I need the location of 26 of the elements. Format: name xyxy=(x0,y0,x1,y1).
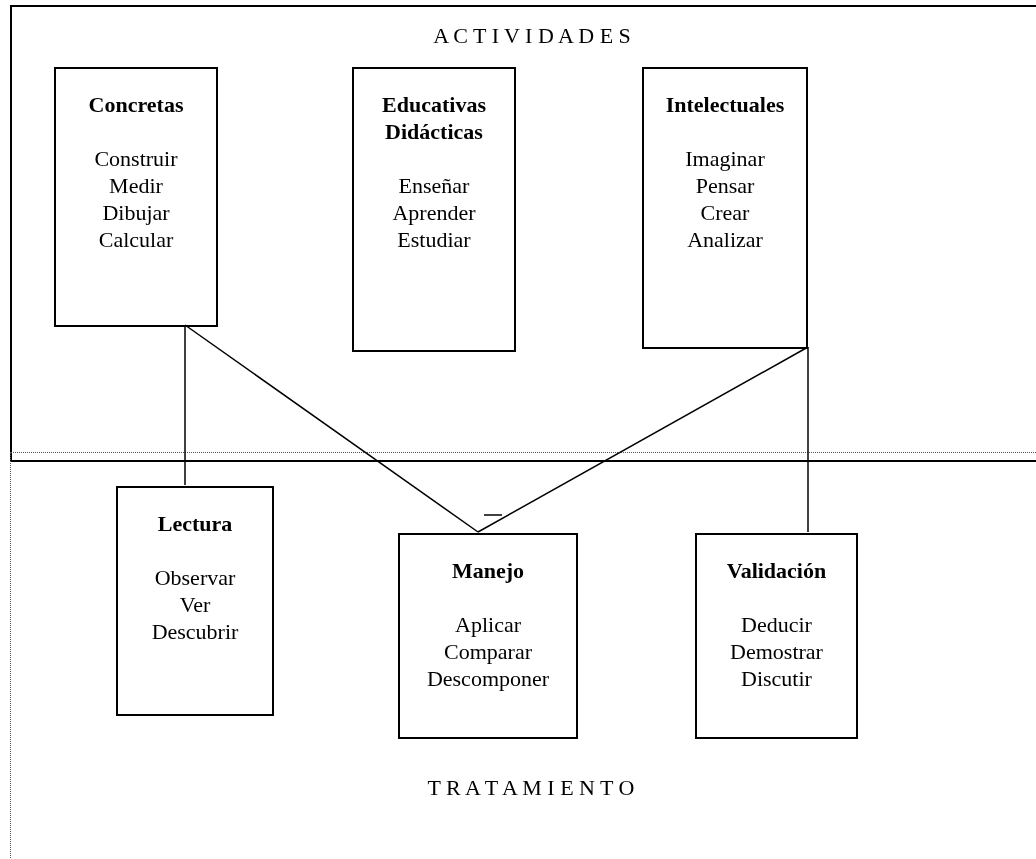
category-box xyxy=(642,67,808,349)
word-list: Enseñar Aprender Estudiar xyxy=(392,172,476,253)
box-heading: Educativas Didácticas xyxy=(382,91,486,145)
connector-line xyxy=(477,346,809,533)
word-list: Imaginar Pensar Crear Analizar xyxy=(685,145,765,253)
word-list: Observar Ver Descubrir xyxy=(151,564,239,645)
group-panel xyxy=(10,452,1036,859)
box-heading: Lectura xyxy=(157,510,233,537)
category-box xyxy=(352,67,516,352)
word-list: Deducir Demostrar Discutir xyxy=(730,611,823,692)
category-box xyxy=(695,533,858,739)
word-list: Aplicar Comparar Descomponer xyxy=(426,611,550,692)
category-box xyxy=(116,486,274,716)
connector-line xyxy=(184,324,479,533)
panel-title: A C T I V I D A D E S xyxy=(432,22,632,50)
connector-line xyxy=(184,324,186,486)
word-list: Construir Medir Dibujar Calcular xyxy=(94,145,178,253)
box-heading: Manejo xyxy=(451,557,525,584)
box-heading: Intelectuales xyxy=(665,91,785,118)
box-heading: Validación xyxy=(726,557,827,584)
category-box xyxy=(54,67,218,327)
connector-line xyxy=(807,346,809,533)
box-heading: Concretas xyxy=(88,91,184,118)
panel-title: T R A T A M I E N T O xyxy=(426,774,636,802)
category-box xyxy=(398,533,578,739)
group-panel xyxy=(10,5,1036,462)
